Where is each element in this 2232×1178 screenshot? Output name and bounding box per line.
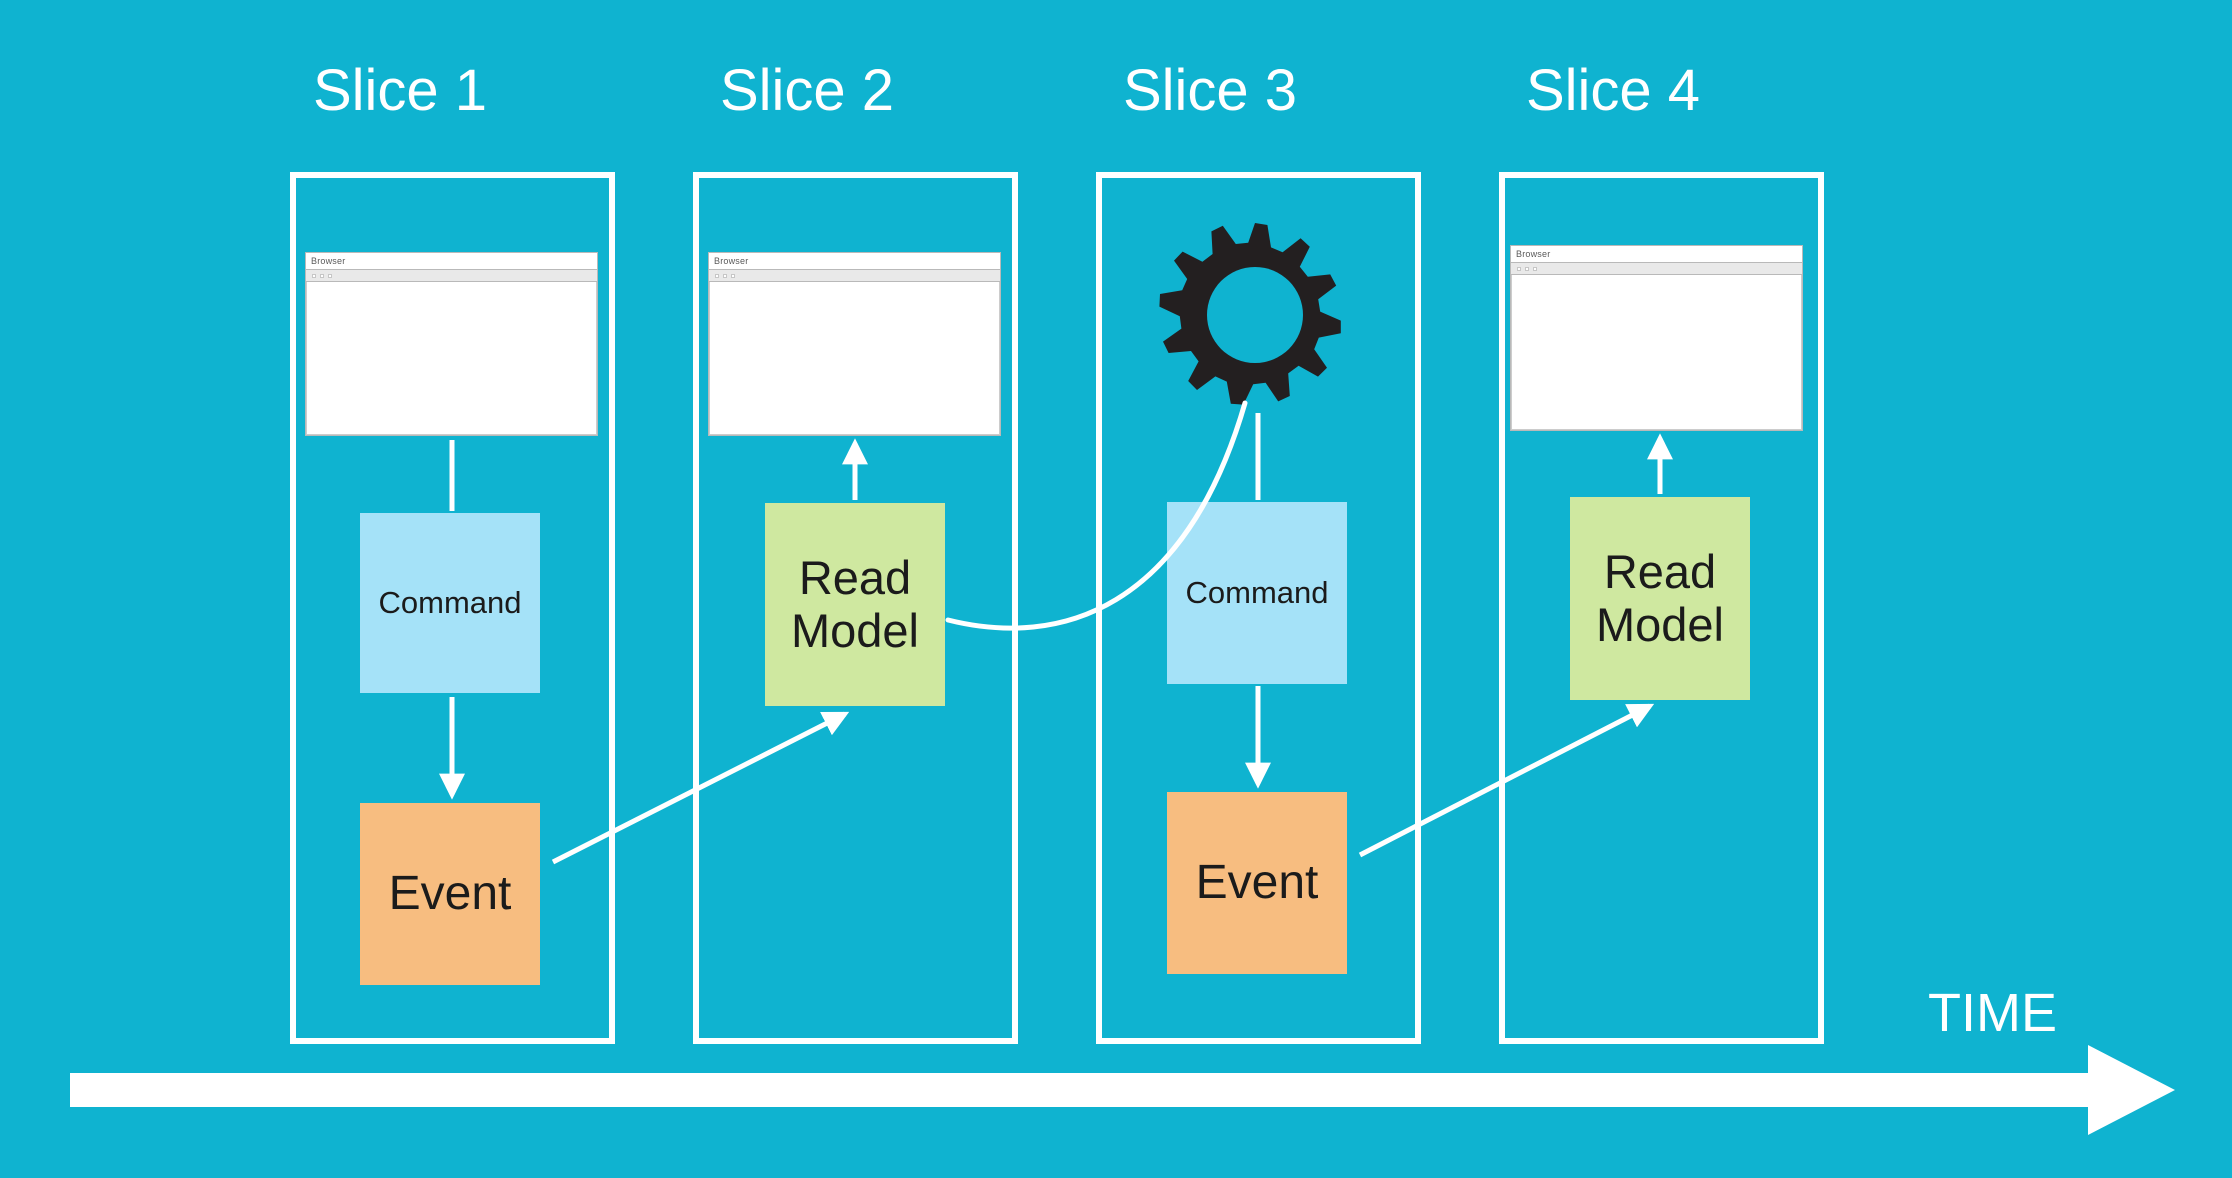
toolbar-dot-icon	[1517, 266, 1521, 271]
slice-title-4: Slice 4	[1525, 58, 1701, 123]
slice-title-3: Slice 3	[1122, 58, 1298, 123]
time-axis-label: TIME	[1928, 983, 2057, 1043]
slice-title-2: Slice 2	[719, 58, 895, 123]
time-axis-arrow	[70, 1045, 2175, 1135]
command-box-slice-3[interactable]: Command	[1167, 502, 1347, 684]
browser-window-1[interactable]: Browser	[305, 252, 598, 436]
toolbar-dot-icon	[731, 273, 735, 278]
browser-viewport-2	[709, 282, 1000, 435]
toolbar-dot-icon	[723, 273, 727, 278]
browser-viewport-4	[1511, 275, 1802, 430]
command-box-slice-1[interactable]: Command	[360, 513, 540, 693]
slice-title-1: Slice 1	[312, 58, 488, 123]
browser-window-4[interactable]: Browser	[1510, 245, 1803, 431]
event-box-slice-3[interactable]: Event	[1167, 792, 1347, 974]
toolbar-dot-icon	[328, 273, 332, 278]
browser-window-2[interactable]: Browser	[708, 252, 1001, 436]
browser-toolbar-4	[1511, 262, 1802, 275]
browser-toolbar-1	[306, 269, 597, 282]
toolbar-dot-icon	[1533, 266, 1537, 271]
browser-title-label-2: Browser	[714, 255, 749, 266]
read-model-box-slice-2[interactable]: Read Model	[765, 503, 945, 706]
toolbar-dot-icon	[312, 273, 316, 278]
browser-titlebar-1: Browser	[306, 253, 597, 269]
browser-viewport-1	[306, 282, 597, 435]
gear-icon	[1155, 215, 1355, 415]
read-model-box-slice-4[interactable]: Read Model	[1570, 497, 1750, 700]
browser-title-label-1: Browser	[311, 255, 346, 266]
toolbar-dot-icon	[320, 273, 324, 278]
slice-frame-1	[290, 172, 615, 1044]
event-box-slice-1[interactable]: Event	[360, 803, 540, 985]
browser-titlebar-4: Browser	[1511, 246, 1802, 262]
toolbar-dot-icon	[1525, 266, 1529, 271]
browser-toolbar-2	[709, 269, 1000, 282]
toolbar-dot-icon	[715, 273, 719, 278]
browser-titlebar-2: Browser	[709, 253, 1000, 269]
browser-title-label-4: Browser	[1516, 248, 1551, 259]
slice-frame-4	[1499, 172, 1824, 1044]
